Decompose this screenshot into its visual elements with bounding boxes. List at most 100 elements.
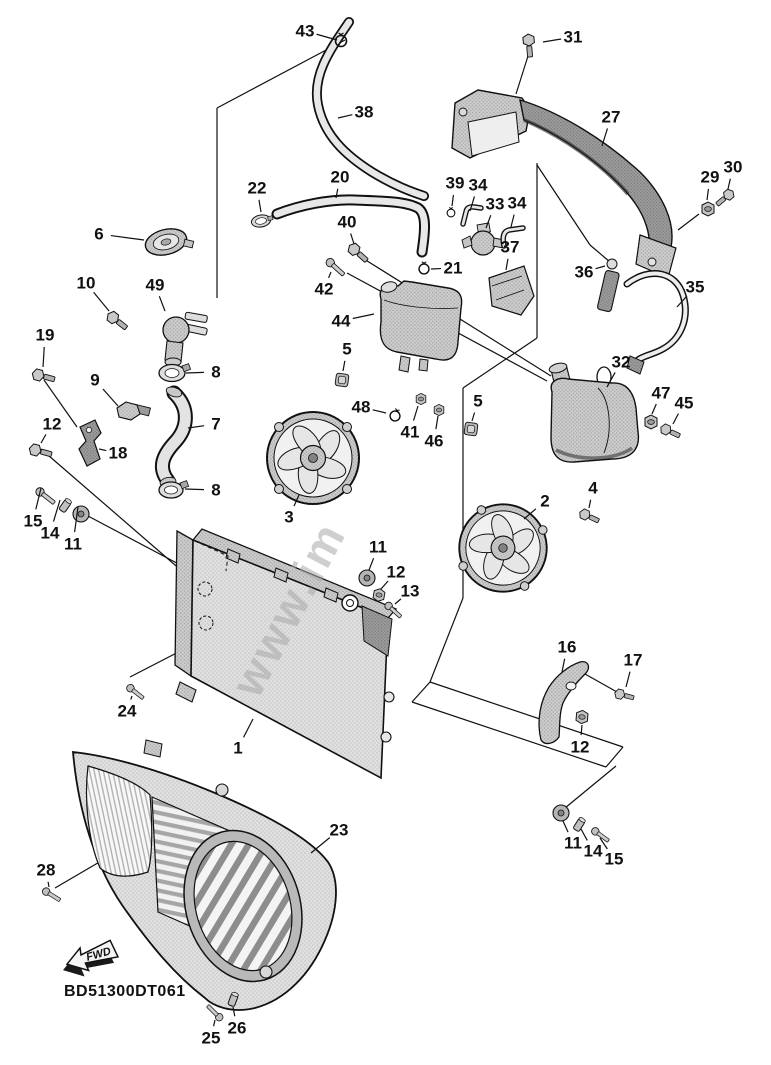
leader-line-44	[352, 313, 375, 320]
fastener-nut	[433, 403, 445, 417]
assoc-line	[462, 337, 538, 389]
leader-line-30	[727, 178, 731, 190]
hose-elbow-34-right	[500, 225, 526, 249]
hose-elbow-34-left	[460, 204, 484, 227]
assoc-line	[411, 701, 607, 768]
assoc-line	[589, 244, 611, 263]
leader-line-2	[523, 508, 537, 520]
leader-line-8	[184, 488, 205, 491]
fastener-hexbolt	[660, 423, 681, 439]
leader-line-35	[676, 295, 688, 308]
leader-line-12	[580, 724, 583, 736]
breather-hose-38	[311, 17, 429, 201]
leader-line-24	[130, 695, 133, 700]
part-callout-19: 19	[36, 326, 55, 345]
leader-line-31	[542, 38, 562, 43]
leader-line-25	[213, 1019, 216, 1027]
leader-line-5	[342, 360, 346, 372]
hose-clamp-8-upper	[158, 363, 192, 383]
part-callout-8: 8	[211, 481, 220, 500]
leader-line-15	[35, 487, 42, 510]
fastener-hexbolt	[31, 368, 56, 383]
part-callout-43: 43	[296, 22, 315, 41]
assoc-line	[564, 765, 617, 809]
part-callout-49: 49	[146, 276, 165, 295]
fastener-screw	[384, 601, 402, 619]
part-callout-5: 5	[473, 392, 482, 411]
leader-line-41	[412, 405, 419, 421]
fastener-screw	[325, 258, 345, 277]
assoc-line	[536, 164, 591, 246]
leader-line-17	[625, 671, 631, 688]
radiator-1: www.im	[174, 512, 398, 780]
part-callout-26: 26	[228, 1019, 247, 1038]
leader-line-11	[368, 557, 375, 571]
leader-line-11	[74, 506, 79, 533]
leader-line-49	[158, 295, 166, 312]
part-callout-44: 44	[332, 312, 351, 331]
part-callout-8: 8	[211, 363, 220, 382]
leader-line-34	[469, 196, 476, 212]
leader-line-3	[293, 494, 300, 507]
part-callout-20: 20	[331, 168, 350, 187]
protector-37	[488, 265, 535, 316]
leader-line-18	[98, 448, 107, 452]
assoc-line	[515, 55, 529, 95]
radiator-grille-23	[72, 739, 337, 1011]
part-code: BD51300DT061	[64, 983, 186, 1000]
fastener-hexbolt	[522, 33, 535, 58]
part-callout-17: 17	[624, 651, 643, 670]
leader-line-13	[394, 598, 402, 605]
radiator-hose-20	[271, 194, 430, 258]
filler-joint-49	[162, 311, 208, 367]
leader-line-37	[505, 258, 509, 271]
leader-line-39	[451, 194, 455, 207]
leader-line-1	[242, 718, 254, 738]
fastener-collar	[227, 991, 239, 1007]
fwd-arrow: FWD	[63, 939, 120, 977]
fastener-clip	[334, 32, 348, 48]
thermo-sensor-9	[116, 401, 152, 421]
assoc-line	[43, 379, 78, 428]
part-callout-38: 38	[355, 103, 374, 122]
part-callout-46: 46	[425, 432, 444, 451]
part-callout-11: 11	[369, 538, 387, 557]
leader-line-27	[601, 128, 609, 147]
leader-line-28	[47, 881, 50, 888]
part-callout-12: 12	[43, 415, 62, 434]
fastener-collar	[58, 498, 72, 513]
leader-line-29	[706, 188, 710, 201]
leader-line-43	[316, 33, 338, 41]
leader-line-47	[651, 403, 657, 415]
part-callout-31: 31	[564, 28, 583, 47]
part-callout-9: 9	[90, 371, 99, 390]
part-callout-12: 12	[571, 738, 590, 757]
fastener-screw	[206, 1004, 224, 1022]
leader-line-19	[42, 346, 45, 368]
assoc-line	[87, 515, 191, 571]
fastener-nut	[372, 588, 386, 602]
assoc-line	[605, 746, 624, 768]
part-callout-36: 36	[575, 263, 594, 282]
reservoir-tank-44	[379, 280, 463, 373]
leader-line-45	[672, 413, 679, 425]
fastener-clamp	[251, 214, 274, 228]
part-callout-14: 14	[41, 524, 60, 543]
part-callout-13: 13	[401, 582, 420, 601]
cooling-fan-3	[266, 411, 360, 505]
leader-line-34	[510, 214, 515, 228]
part-callout-10: 10	[77, 274, 96, 293]
leader-line-6	[110, 234, 145, 241]
leader-line-20	[335, 188, 339, 199]
part-callout-1: 1	[233, 739, 242, 758]
part-callout-24: 24	[118, 702, 137, 721]
leader-line-8	[185, 371, 205, 374]
leader-line-36	[595, 265, 606, 270]
leader-line-33	[485, 215, 492, 229]
fastener-collar	[573, 817, 586, 832]
part-callout-48: 48	[352, 398, 371, 417]
leader-line-38	[337, 114, 353, 119]
leader-line-48	[372, 409, 387, 414]
